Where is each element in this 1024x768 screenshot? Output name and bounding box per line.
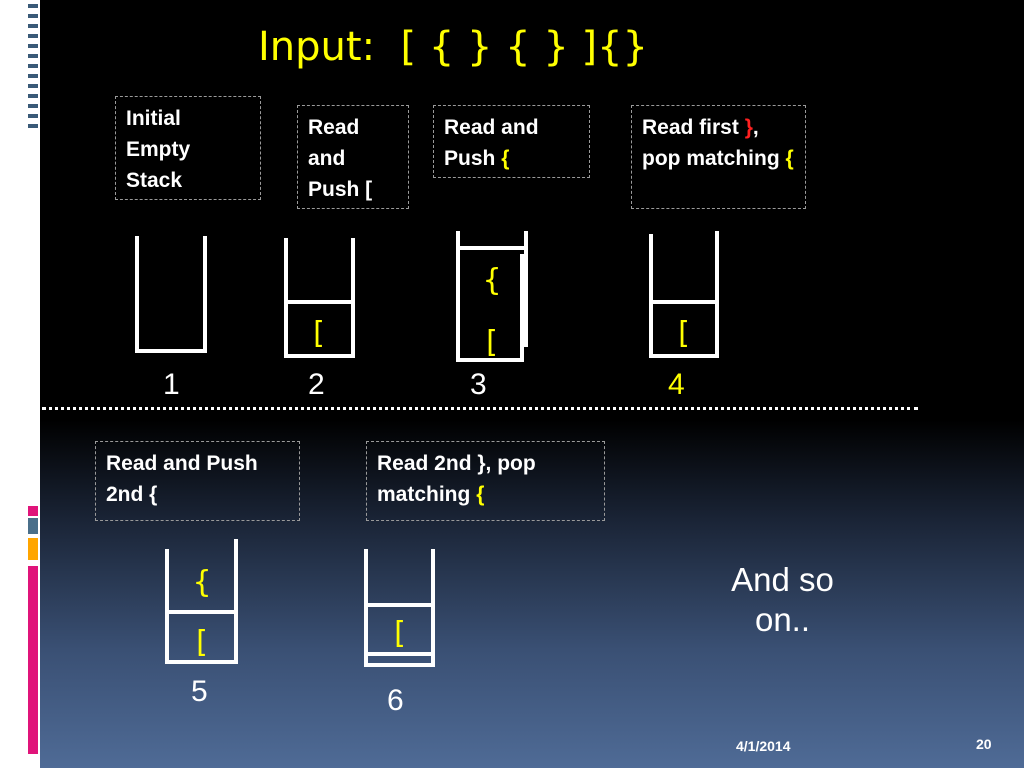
deco-stripe	[28, 84, 38, 88]
deco-block-pink	[28, 506, 38, 516]
stack-5-item-2: {	[192, 565, 211, 600]
slide-title: Input: [ { } { } ]{}	[258, 24, 648, 70]
caption-highlight: {	[476, 483, 485, 506]
step-number-2: 2	[308, 368, 325, 401]
step-number-1: 1	[163, 368, 180, 401]
stack-5-item-1: [	[196, 625, 208, 660]
and-so-on-text: And so on..	[731, 561, 834, 638]
deco-stripe	[28, 74, 38, 78]
step-number-4: 4	[668, 368, 685, 401]
stack-2-item-1: [	[313, 316, 325, 351]
deco-stripe	[28, 124, 38, 128]
title-input-value: [ { } { } ]{}	[400, 24, 648, 70]
stack-2	[284, 238, 355, 358]
stack-1	[135, 236, 207, 353]
deco-block-pink-long	[28, 566, 38, 754]
stack-4	[649, 231, 719, 358]
stack-3-item-1: [	[486, 325, 498, 360]
stack-6-item-1: [	[394, 616, 406, 651]
deco-stripe	[28, 44, 38, 48]
step-caption-1: Initial Empty Stack	[115, 96, 261, 200]
caption-red: }	[744, 116, 753, 139]
caption-highlight: {	[501, 147, 510, 170]
deco-stripe	[28, 24, 38, 28]
deco-stripe	[28, 104, 38, 108]
stack-3	[456, 231, 528, 362]
deco-stripe	[28, 54, 38, 58]
footer-date: 4/1/2014	[736, 738, 791, 754]
step-caption-3: Read and Push {	[433, 105, 590, 178]
caption-highlight: {	[785, 147, 794, 170]
left-decoration-bar	[0, 0, 40, 768]
caption-text: Read and Push 2nd {	[106, 452, 258, 506]
deco-stripe	[28, 34, 38, 38]
step-number-5: 5	[191, 675, 208, 708]
step-number-3: 3	[470, 368, 487, 401]
caption-text: Read and Push	[444, 116, 539, 170]
deco-stripe	[28, 14, 38, 18]
page-number: 20	[976, 736, 992, 752]
stack-3-item-2: {	[482, 263, 501, 298]
step-number-6: 6	[387, 684, 404, 717]
deco-stripe	[28, 64, 38, 68]
caption-text-mid: , pop matching	[642, 116, 786, 170]
stack-6	[364, 549, 435, 667]
deco-stripe	[28, 114, 38, 118]
section-divider	[42, 407, 918, 410]
stack-5	[165, 539, 238, 664]
caption-text: Read 2nd }, pop matching	[377, 452, 536, 506]
stack-4-item-1: [	[678, 316, 690, 351]
step-caption-5: Read and Push 2nd {	[95, 441, 300, 521]
deco-stripe	[28, 94, 38, 98]
deco-stripe	[28, 4, 38, 8]
title-label: Input:	[258, 24, 376, 70]
step-caption-2: Read and Push [	[297, 105, 409, 209]
step-caption-4: Read first }, pop matching {	[631, 105, 806, 209]
caption-text: Read first	[642, 116, 745, 139]
deco-block-teal	[28, 518, 38, 534]
step-caption-6: Read 2nd }, pop matching {	[366, 441, 605, 521]
deco-block-orange	[28, 538, 38, 560]
caption-text: Initial Empty Stack	[126, 107, 191, 192]
caption-text: Read and Push [	[308, 116, 373, 201]
